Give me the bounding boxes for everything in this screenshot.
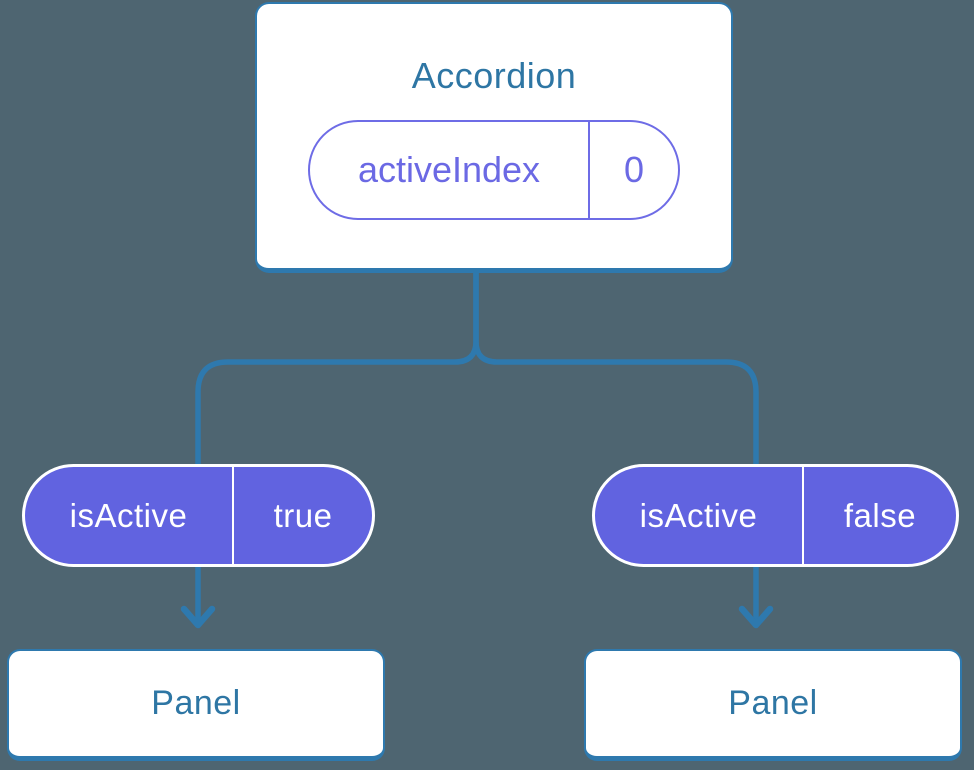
arrow-down-icon (738, 605, 774, 629)
connector-right-branch (473, 267, 759, 464)
component-title: Panel (728, 684, 818, 722)
prop-value-label: false (843, 496, 917, 534)
state-name-label: activeIndex (357, 149, 541, 190)
prop-value-label: true (273, 496, 333, 534)
panel-component-card-right: Panel (584, 649, 962, 761)
state-pill-activeindex: activeIndex 0 (308, 120, 680, 220)
state-value-label: 0 (623, 149, 645, 190)
connector-left-branch (195, 267, 479, 464)
arrow-down-icon (180, 605, 216, 629)
prop-pill-isactive-false: isActive false (592, 464, 959, 567)
prop-pill-isactive-true: isActive true (22, 464, 375, 567)
accordion-component-card: Accordion activeIndex 0 (255, 2, 733, 273)
pill-divider (588, 122, 590, 218)
component-title: Accordion (411, 55, 577, 96)
pill-divider (802, 467, 804, 564)
pill-divider (232, 467, 234, 564)
panel-component-card-left: Panel (7, 649, 385, 761)
prop-name-label: isActive (69, 496, 188, 534)
prop-name-label: isActive (639, 496, 758, 534)
component-title: Panel (151, 684, 241, 722)
